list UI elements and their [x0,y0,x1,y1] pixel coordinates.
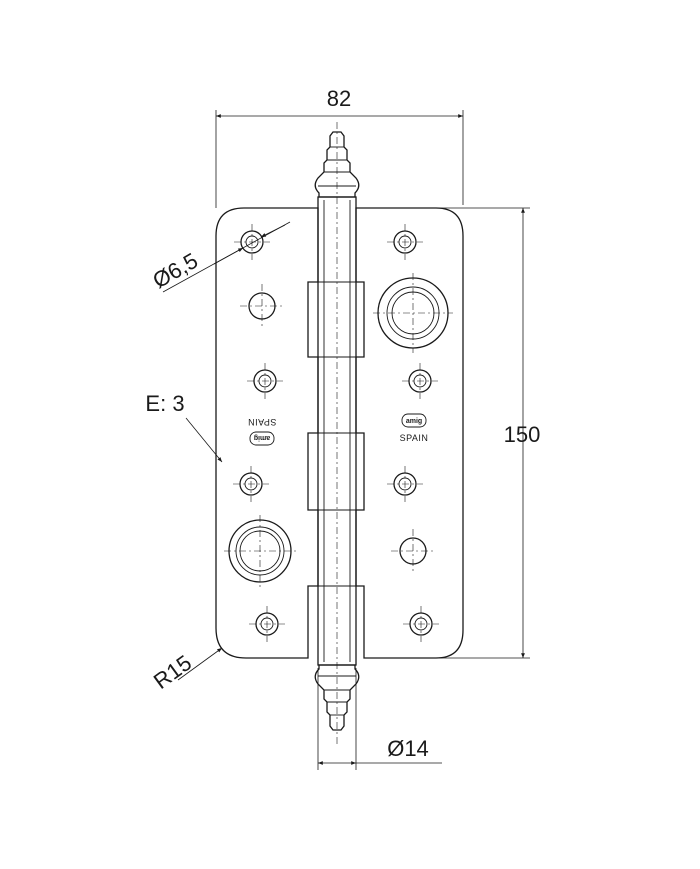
security-stud [224,515,296,587]
knuckle-diameter-label: Ø14 [387,736,429,761]
brand-logo: amig SPAIN [400,413,429,443]
origin-mark-right: SPAIN [400,433,429,443]
width-dimension: 82 [215,86,464,208]
security-stud [373,273,453,353]
radius-label: R15 [149,650,196,694]
top-finial [314,131,360,198]
thickness-callout: E: 3 [145,391,223,463]
screw-hole [402,363,438,399]
right-leaf-holes: amig SPAIN [373,224,453,642]
hinge-knuckle [317,122,357,745]
left-leaf [215,207,319,659]
screw-hole [387,466,423,502]
hole-diameter-dimension: Ø6,5 [148,221,291,294]
screw-hole [233,466,269,502]
width-label: 82 [327,86,351,111]
screw-hole [249,606,285,642]
radius-callout: R15 [149,647,223,694]
svg-text:amig: amig [406,418,422,425]
screw-hole [247,363,283,399]
left-leaf-holes: amig SPAIN [224,224,296,642]
screw-hole [387,224,423,260]
bottom-finial [314,664,360,731]
hole-diameter-label: Ø6,5 [148,248,202,294]
brand-logo: amig SPAIN [248,417,277,446]
screw-hole [234,224,270,260]
screw-hole [403,606,439,642]
origin-mark-left: SPAIN [248,417,277,427]
height-dimension: 150 [436,207,541,659]
knuckle-diameter-dimension: Ø14 [317,668,442,770]
thickness-label: E: 3 [145,391,184,416]
plain-hole [391,529,435,573]
height-label: 150 [504,422,541,447]
svg-text:amig: amig [254,434,270,441]
plain-hole [240,284,284,328]
